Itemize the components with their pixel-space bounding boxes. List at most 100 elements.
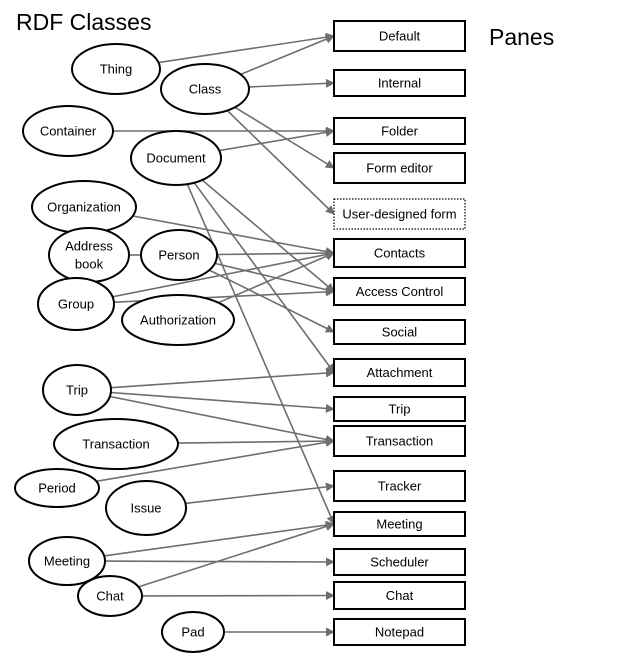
- class-ellipse: [160, 63, 250, 115]
- pane-box-access-control[interactable]: Access Control: [333, 277, 466, 306]
- pane-label: Chat: [386, 588, 414, 603]
- edge-document-to-access-control: [201, 179, 335, 293]
- edge-class-to-user-designed-form: [226, 110, 335, 215]
- edge-transaction-to-transaction: [177, 436, 335, 446]
- pane-label: Access Control: [356, 284, 444, 299]
- pane-label: User-designed form: [342, 207, 456, 222]
- class-node-meeting[interactable]: Meeting: [28, 536, 106, 586]
- class-label: Transaction: [82, 437, 149, 452]
- class-node-trip[interactable]: Trip: [42, 364, 112, 416]
- class-ellipse: [53, 418, 179, 470]
- class-label: Thing: [100, 62, 133, 77]
- pane-box-attachment[interactable]: Attachment: [333, 358, 466, 387]
- edge-period-to-transaction: [96, 437, 335, 483]
- class-ellipse: [140, 229, 218, 281]
- pane-box-user-designed-form[interactable]: User-designed form: [333, 198, 466, 230]
- pane-box-notepad[interactable]: Notepad: [333, 618, 466, 646]
- class-nodes: ThingClassContainerDocumentOrganizationA…: [14, 43, 250, 653]
- class-node-document[interactable]: Document: [130, 130, 222, 186]
- pane-rect: [333, 511, 466, 537]
- class-node-class[interactable]: Class: [160, 63, 250, 115]
- edge-chat-to-meeting: [138, 522, 335, 588]
- rdf-classes-title: RDF Classes: [16, 9, 151, 35]
- pane-label: Meeting: [376, 517, 422, 532]
- pane-rect: [333, 319, 466, 345]
- class-node-thing[interactable]: Thing: [71, 43, 161, 95]
- pane-label: Notepad: [375, 625, 424, 640]
- panes-title: Panes: [489, 24, 554, 50]
- edge-class-to-form-editor: [234, 106, 335, 169]
- pane-rect: [333, 548, 466, 576]
- edge-trip-to-trip: [110, 391, 335, 413]
- class-node-issue[interactable]: Issue: [105, 480, 187, 536]
- pane-rect: [333, 425, 466, 457]
- class-node-group[interactable]: Group: [37, 277, 115, 331]
- pane-label: Contacts: [374, 246, 426, 261]
- pane-label: Trip: [389, 402, 411, 417]
- pane-box-trip[interactable]: Trip: [333, 396, 466, 422]
- class-node-authorization[interactable]: Authorization: [121, 294, 235, 346]
- class-label: Document: [146, 151, 206, 166]
- edge-organization-to-contacts: [132, 215, 335, 256]
- pane-label: Scheduler: [370, 555, 429, 570]
- class-ellipse: [42, 364, 112, 416]
- pane-box-form-editor[interactable]: Form editor: [333, 152, 466, 184]
- pane-box-chat[interactable]: Chat: [333, 581, 466, 610]
- class-node-person[interactable]: Person: [140, 229, 218, 281]
- edge-thing-to-default: [158, 32, 335, 64]
- class-node-period[interactable]: Period: [14, 468, 100, 508]
- pane-rect: [333, 470, 466, 502]
- pane-box-meeting[interactable]: Meeting: [333, 511, 466, 537]
- pane-label: Social: [382, 325, 418, 340]
- class-node-organization[interactable]: Organization: [31, 180, 137, 234]
- pane-box-contacts[interactable]: Contacts: [333, 238, 466, 268]
- class-node-transaction[interactable]: Transaction: [53, 418, 179, 470]
- class-label: Issue: [130, 501, 161, 516]
- pane-label: Folder: [381, 124, 419, 139]
- pane-rect: [333, 198, 466, 230]
- edge-class-to-default: [240, 34, 335, 76]
- edge-class-to-internal: [248, 78, 335, 88]
- pane-box-transaction[interactable]: Transaction: [333, 425, 466, 457]
- pane-label: Internal: [378, 76, 421, 91]
- class-label: Class: [189, 82, 222, 97]
- pane-rect: [333, 358, 466, 387]
- edge-group-to-contacts: [112, 250, 335, 298]
- class-node-container[interactable]: Container: [22, 105, 114, 157]
- pane-box-folder[interactable]: Folder: [333, 117, 466, 145]
- class-ellipse: [161, 611, 225, 653]
- pane-rect: [333, 618, 466, 646]
- edge-authorization-to-contacts: [218, 252, 335, 304]
- pane-rect: [333, 152, 466, 184]
- pane-box-social[interactable]: Social: [333, 319, 466, 345]
- pane-box-default[interactable]: Default: [333, 20, 466, 52]
- edge-document-to-attachment: [193, 182, 335, 374]
- edge-person-to-access-control: [214, 262, 335, 295]
- edge-person-to-contacts: [216, 248, 335, 258]
- class-ellipse: [14, 468, 100, 508]
- pane-label: Attachment: [367, 365, 433, 380]
- class-ellipse: [71, 43, 161, 95]
- class-label: Person: [158, 248, 199, 263]
- class-node-pad[interactable]: Pad: [161, 611, 225, 653]
- edge-trip-to-attachment: [110, 368, 335, 389]
- class-label: Organization: [47, 200, 121, 215]
- pane-box-internal[interactable]: Internal: [333, 69, 466, 97]
- class-label: Period: [38, 481, 76, 496]
- class-label: Authorization: [140, 313, 216, 328]
- edge-issue-to-tracker: [185, 482, 335, 505]
- class-ellipse: [48, 227, 130, 283]
- class-node-chat[interactable]: Chat: [77, 575, 143, 617]
- pane-label: Transaction: [366, 434, 433, 449]
- pane-box-scheduler[interactable]: Scheduler: [333, 548, 466, 576]
- edge-person-to-social: [208, 269, 335, 333]
- pane-rect: [333, 238, 466, 268]
- class-ellipse: [37, 277, 115, 331]
- pane-box-tracker[interactable]: Tracker: [333, 470, 466, 502]
- class-ellipse: [77, 575, 143, 617]
- class-ellipse: [121, 294, 235, 346]
- class-label: Meeting: [44, 554, 90, 569]
- edges: [96, 32, 335, 637]
